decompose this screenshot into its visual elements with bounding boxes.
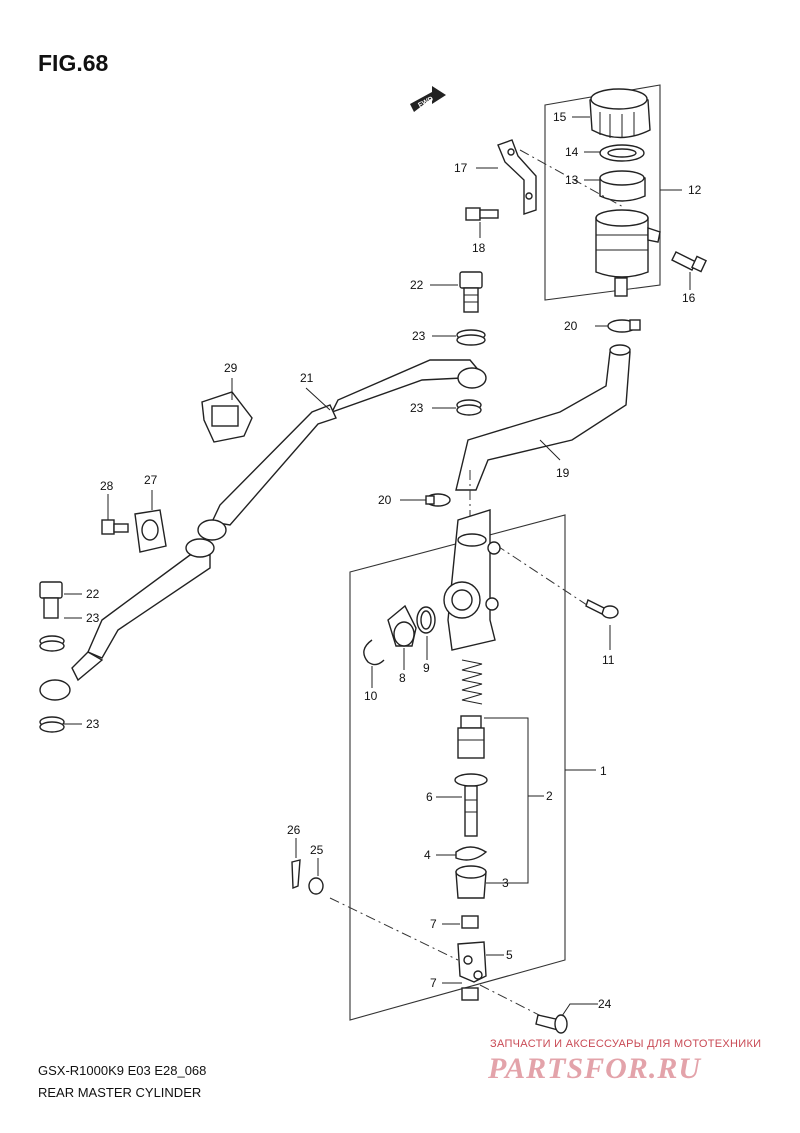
callout-19: 19 [556, 466, 570, 480]
circlip-lower [455, 846, 488, 861]
callout-5: 5 [506, 948, 513, 962]
callout-1: 1 [600, 764, 607, 778]
reservoir-bracket [497, 139, 537, 215]
callout-15: 15 [553, 110, 567, 124]
callout-4: 4 [424, 848, 431, 862]
reservoir-bolt [671, 251, 707, 273]
return-spring [461, 659, 483, 705]
piston-assembly [457, 715, 485, 759]
leader-lines [64, 116, 691, 1017]
callout-26: 26 [287, 823, 301, 837]
callout-23d: 23 [86, 717, 100, 731]
guide-bolt [101, 519, 129, 535]
callout-29: 29 [224, 361, 238, 375]
callout-25: 25 [310, 843, 324, 857]
callout-23c: 23 [86, 611, 100, 625]
figure-title: FIG.68 [38, 50, 109, 76]
nut-upper [461, 915, 479, 929]
callout-22a: 22 [410, 278, 424, 292]
forward-arrow-icon: FWD [410, 86, 446, 112]
hose-guide [134, 509, 167, 553]
callout-21: 21 [300, 371, 314, 385]
bracket-bolt [465, 207, 499, 221]
callout-13: 13 [565, 173, 579, 187]
watermark-tagline: ЗАПЧАСТИ И АКСЕССУАРЫ ДЛЯ МОТОТЕХНИКИ [490, 1038, 762, 1050]
callout-7a: 7 [430, 917, 437, 931]
reservoir-cap [589, 88, 651, 139]
diagram-caption: REAR MASTER CYLINDER [38, 1085, 202, 1100]
callout-3: 3 [502, 876, 509, 890]
washer-upper-1 [456, 329, 486, 346]
reservoir-hose [455, 344, 631, 491]
hose-connector [387, 604, 417, 647]
brake-hose [71, 359, 487, 682]
callout-2: 2 [546, 789, 553, 803]
callout-18: 18 [472, 241, 486, 255]
callout-16: 16 [682, 291, 696, 305]
cotter-pin [291, 859, 301, 890]
callout-27: 27 [144, 473, 158, 487]
callout-24: 24 [598, 997, 612, 1011]
callout-23a: 23 [412, 329, 426, 343]
washer-lower-2 [39, 716, 65, 733]
clevis [457, 941, 487, 983]
callout-11: 11 [602, 653, 615, 667]
body-screw [585, 599, 619, 619]
hose-clip-upper [607, 319, 641, 333]
master-cylinder-body [443, 509, 501, 651]
washer-upper-2 [456, 399, 482, 416]
hose-clamp [201, 391, 253, 443]
callout-6: 6 [426, 790, 433, 804]
nut-lower [461, 987, 479, 1001]
model-code: GSX-R1000K9 E03 E28_068 [38, 1063, 207, 1078]
callout-7b: 7 [430, 976, 437, 990]
callout-28: 28 [100, 479, 114, 493]
callout-12: 12 [688, 183, 702, 197]
reservoir-tank [595, 209, 661, 297]
washer-lower-1 [39, 635, 65, 652]
callout-labels: 1 2 3 4 5 6 7 7 8 9 10 11 12 13 14 15 16… [86, 110, 702, 1011]
callout-23b: 23 [410, 401, 424, 415]
callout-10: 10 [364, 689, 378, 703]
callout-17: 17 [454, 161, 468, 175]
banjo-fitting [39, 679, 71, 701]
push-rod [454, 773, 488, 837]
hose-clip-lower [425, 493, 451, 507]
svg-text:FWD: FWD [417, 96, 434, 110]
union-bolt-lower [39, 581, 63, 619]
callout-22b: 22 [86, 587, 100, 601]
union-bolt-upper [459, 271, 483, 313]
circlip-upper [363, 639, 385, 666]
clevis-pin [535, 1014, 568, 1034]
pin-washer [308, 877, 324, 895]
callout-20a: 20 [564, 319, 578, 333]
callout-20b: 20 [378, 493, 392, 507]
callout-14: 14 [565, 145, 579, 159]
callout-9: 9 [423, 661, 430, 675]
watermark-brand: PARTSFOR.RU [488, 1052, 701, 1085]
callout-8: 8 [399, 671, 406, 685]
